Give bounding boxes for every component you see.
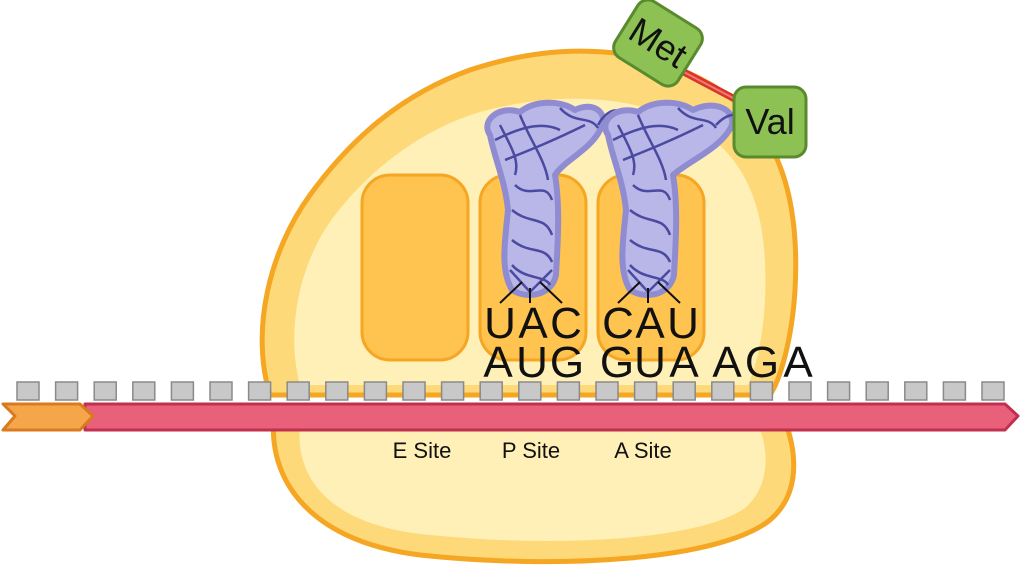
- amino-acid-val-label: Val: [745, 101, 794, 142]
- nucleotide-box: [440, 381, 465, 401]
- small-subunit-inner: [299, 425, 766, 541]
- mrna-base-9: A: [783, 338, 813, 387]
- nucleotide-box: [942, 381, 967, 401]
- mrna-base-7: A: [712, 338, 742, 387]
- nucleotide-box: [402, 381, 426, 401]
- nucleotide-box: [479, 381, 503, 401]
- mrna-base-4: G: [600, 338, 634, 387]
- nucleotide-box: [132, 381, 156, 401]
- p-site-label: P Site: [502, 438, 560, 463]
- mrna-base-1: A: [483, 338, 513, 387]
- e-site-pocket: [360, 173, 470, 362]
- trna-a-site: [602, 99, 743, 304]
- nucleotide-box: [595, 381, 619, 401]
- anticodon-p-base-2: A: [518, 299, 548, 348]
- a-site-label: A Site: [614, 438, 671, 463]
- nucleotide-box: [93, 381, 117, 401]
- trna-p-site: [484, 99, 621, 304]
- mrna-base-6: A: [669, 338, 699, 387]
- nucleotide-box: [749, 381, 774, 401]
- nucleotide-box: [865, 381, 889, 401]
- nucleotide-box: [209, 381, 233, 401]
- mrna-cap: [1, 402, 95, 432]
- amino-acid-met: Met: [612, 0, 704, 88]
- anticodon-a-base-2: A: [635, 299, 665, 348]
- anticodon-a-base-3: U: [667, 299, 699, 348]
- anticodon-a-base-1: C: [602, 299, 634, 348]
- nucleotide-box: [170, 381, 195, 401]
- mrna-base-5: U: [634, 338, 666, 387]
- anticodon-p-base-1: U: [484, 299, 516, 348]
- nucleotide-box: [981, 381, 1005, 401]
- anticodon-a-site: C A U: [602, 299, 699, 348]
- mrna-base-3: G: [550, 338, 584, 387]
- nucleotide-box: [788, 381, 812, 401]
- nucleotide-box: [325, 381, 349, 401]
- nucleotide-box: [16, 381, 40, 401]
- nucleotide-box: [286, 381, 310, 401]
- anticodon-p-base-3: C: [550, 299, 582, 348]
- nucleotide-box: [54, 381, 79, 401]
- anticodon-p-site: U A C: [484, 299, 582, 348]
- nucleotide-row: [16, 381, 1005, 401]
- nucleotide-box: [826, 381, 851, 401]
- nucleotide-box: [711, 381, 735, 401]
- nucleotide-box: [518, 381, 542, 401]
- nucleotide-box: [556, 381, 581, 401]
- mrna-strand: [83, 402, 1020, 432]
- nucleotide-box: [247, 381, 272, 401]
- nucleotide-box: [633, 381, 658, 401]
- nucleotide-box: [904, 381, 928, 401]
- nucleotide-box: [363, 381, 388, 401]
- mrna-base-2: U: [516, 338, 548, 387]
- amino-acid-val: Val: [732, 85, 808, 159]
- mrna-base-8: G: [745, 338, 779, 387]
- e-site-label: E Site: [393, 438, 452, 463]
- nucleotide-box: [672, 381, 696, 401]
- mrna-codons: A U G G U A A G A: [483, 338, 813, 387]
